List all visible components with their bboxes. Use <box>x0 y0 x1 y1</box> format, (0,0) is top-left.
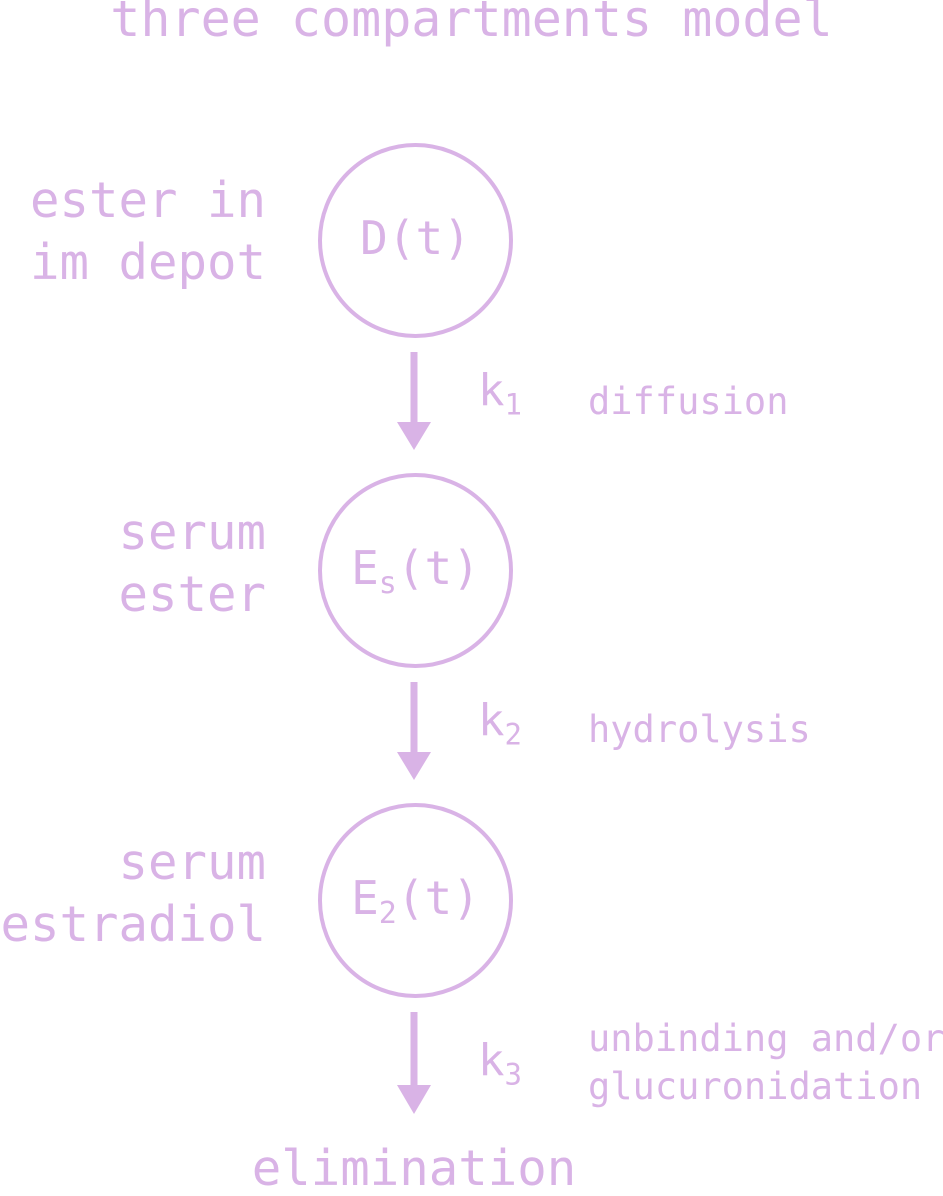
rate-constant-k2: k2 <box>478 699 522 749</box>
rate-subscript: 2 <box>504 717 522 752</box>
variable-base: E <box>351 540 379 595</box>
variable-tail: (t) <box>396 870 480 925</box>
compartment-label-serum-ester-line2: ester <box>118 566 266 623</box>
rate-base: k <box>478 695 505 746</box>
compartment-node-serum-ester[interactable]: Es(t) <box>318 473 513 668</box>
compartment-label-depot-line1: ester in <box>29 172 266 229</box>
rate-subscript: 1 <box>504 387 522 422</box>
page-title: three compartments model <box>110 0 833 48</box>
process-label-elimination-route: unbinding and/or glucuronidation <box>588 1015 943 1111</box>
rate-base: k <box>478 365 505 416</box>
rate-base: k <box>478 1035 505 1086</box>
variable-tail: (t) <box>387 210 471 265</box>
compartment-label-depot-line2: im depot <box>29 234 266 291</box>
process-line2: glucuronidation <box>588 1065 923 1108</box>
variable-tail: (t) <box>396 540 480 595</box>
rate-constant-k1: k1 <box>478 369 522 419</box>
rate-subscript: 3 <box>504 1057 522 1092</box>
variable-base: D <box>360 210 388 265</box>
variable-subscript: s <box>378 565 397 601</box>
process-line1: hydrolysis <box>588 708 811 751</box>
compartment-label-serum-ester-line1: serum <box>118 504 266 561</box>
transition-arrow-k3 <box>397 1012 431 1114</box>
transition-arrow-k1 <box>397 352 431 450</box>
process-label-diffusion: diffusion <box>588 378 788 426</box>
process-label-hydrolysis: hydrolysis <box>588 706 811 754</box>
compartment-variable-serum-ester: Es(t) <box>351 541 480 601</box>
compartment-variable-depot: D(t) <box>360 211 471 271</box>
rate-constant-k3: k3 <box>478 1039 522 1089</box>
process-line1: diffusion <box>588 380 789 423</box>
compartment-node-depot[interactable]: D(t) <box>318 143 513 338</box>
compartment-variable-serum-estradiol: E2(t) <box>351 871 480 931</box>
variable-base: E <box>351 870 379 925</box>
compartment-label-serum-estradiol-line1: serum <box>118 834 266 891</box>
terminal-node-elimination: elimination <box>251 1140 577 1196</box>
transition-arrow-k2 <box>397 682 431 780</box>
variable-subscript: 2 <box>378 895 397 931</box>
compartment-node-serum-estradiol[interactable]: E2(t) <box>318 803 513 998</box>
process-line1: unbinding and/or <box>588 1017 943 1060</box>
compartment-label-serum-estradiol-line2: estradiol <box>0 896 266 953</box>
